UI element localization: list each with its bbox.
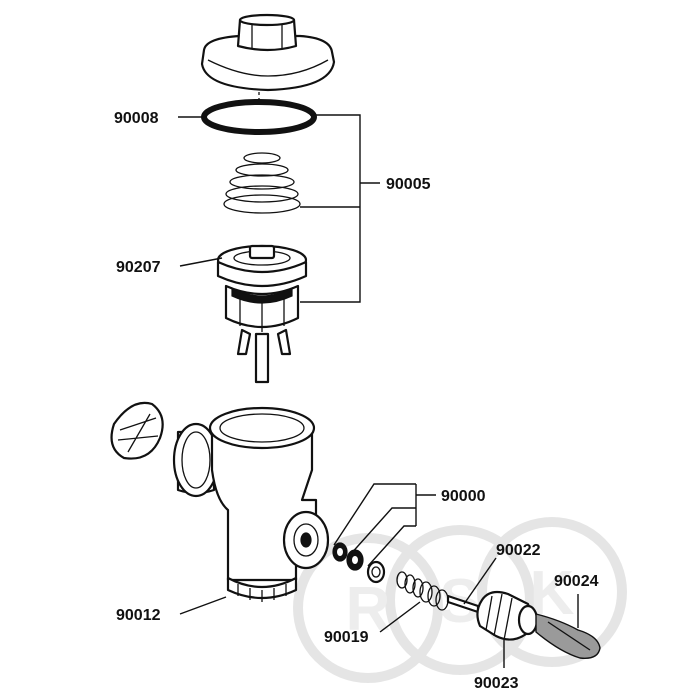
handle-assembly	[446, 590, 601, 659]
spring	[223, 152, 301, 214]
label-90024: 90024	[554, 573, 599, 590]
strainer-cap	[110, 401, 164, 460]
label-90207: 90207	[116, 259, 161, 276]
seal-set	[332, 542, 386, 584]
cap-nut	[200, 13, 336, 92]
handle-spring	[396, 571, 449, 611]
label-90012: 90012	[116, 607, 161, 624]
label-90022: 90022	[496, 542, 541, 559]
valve-body	[172, 406, 330, 602]
watermark: R S K	[293, 517, 627, 683]
label-90008: 90008	[114, 110, 159, 127]
valve-cartridge	[216, 244, 308, 384]
label-90005: 90005	[386, 176, 431, 193]
o-ring	[201, 99, 317, 135]
leader-lines	[178, 114, 579, 668]
label-90019: 90019	[324, 629, 369, 646]
label-90000: 90000	[441, 488, 486, 505]
label-90023: 90023	[474, 675, 519, 692]
watermark-letter-1: R	[346, 575, 391, 644]
